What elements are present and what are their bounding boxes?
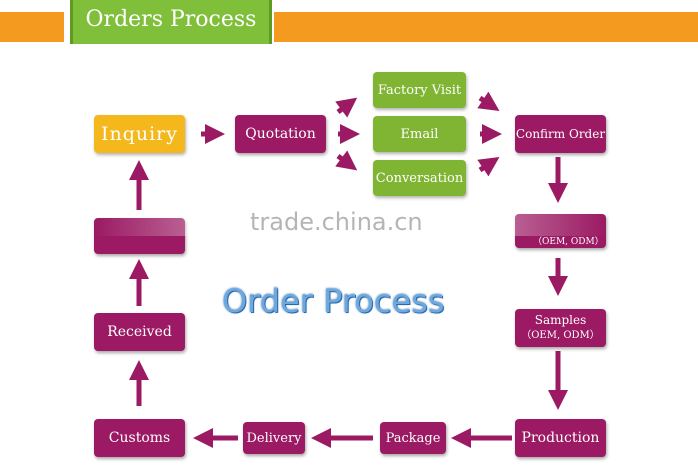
node-conversation: Conversation <box>373 160 466 196</box>
arrow-factory-confirm <box>477 91 500 111</box>
node-customs: Customs <box>94 419 185 457</box>
node-production: Production <box>515 419 606 457</box>
node-confirm-order: Confirm Order <box>515 115 606 153</box>
header-banner-left <box>0 12 64 42</box>
node-right-middle-sub: （OEM, ODM） <box>533 237 604 247</box>
node-samples-sub: （OEM, ODM） <box>521 330 600 341</box>
node-inquiry: Inquiry <box>94 115 185 153</box>
node-samples: Samples （OEM, ODM） <box>515 309 606 347</box>
node-quotation: Quotation <box>235 115 326 153</box>
arrow-quotation-conversation <box>335 150 358 171</box>
arrow-quotation-factory <box>335 97 358 118</box>
node-received: Received <box>94 313 185 351</box>
node-factory-visit: Factory Visit <box>373 72 466 108</box>
node-email: Email <box>373 116 466 152</box>
node-delivery: Delivery <box>243 422 305 454</box>
header-title: Orders Process <box>70 0 272 44</box>
watermark-fade-band <box>94 214 606 236</box>
diagram-center-title: Order Process <box>222 282 445 320</box>
node-package: Package <box>380 422 446 454</box>
node-samples-label: Samples <box>534 313 587 327</box>
arrow-conversation-confirm <box>477 157 500 177</box>
header-banner-right <box>274 12 698 42</box>
watermark-text: trade.china.cn <box>250 208 423 236</box>
